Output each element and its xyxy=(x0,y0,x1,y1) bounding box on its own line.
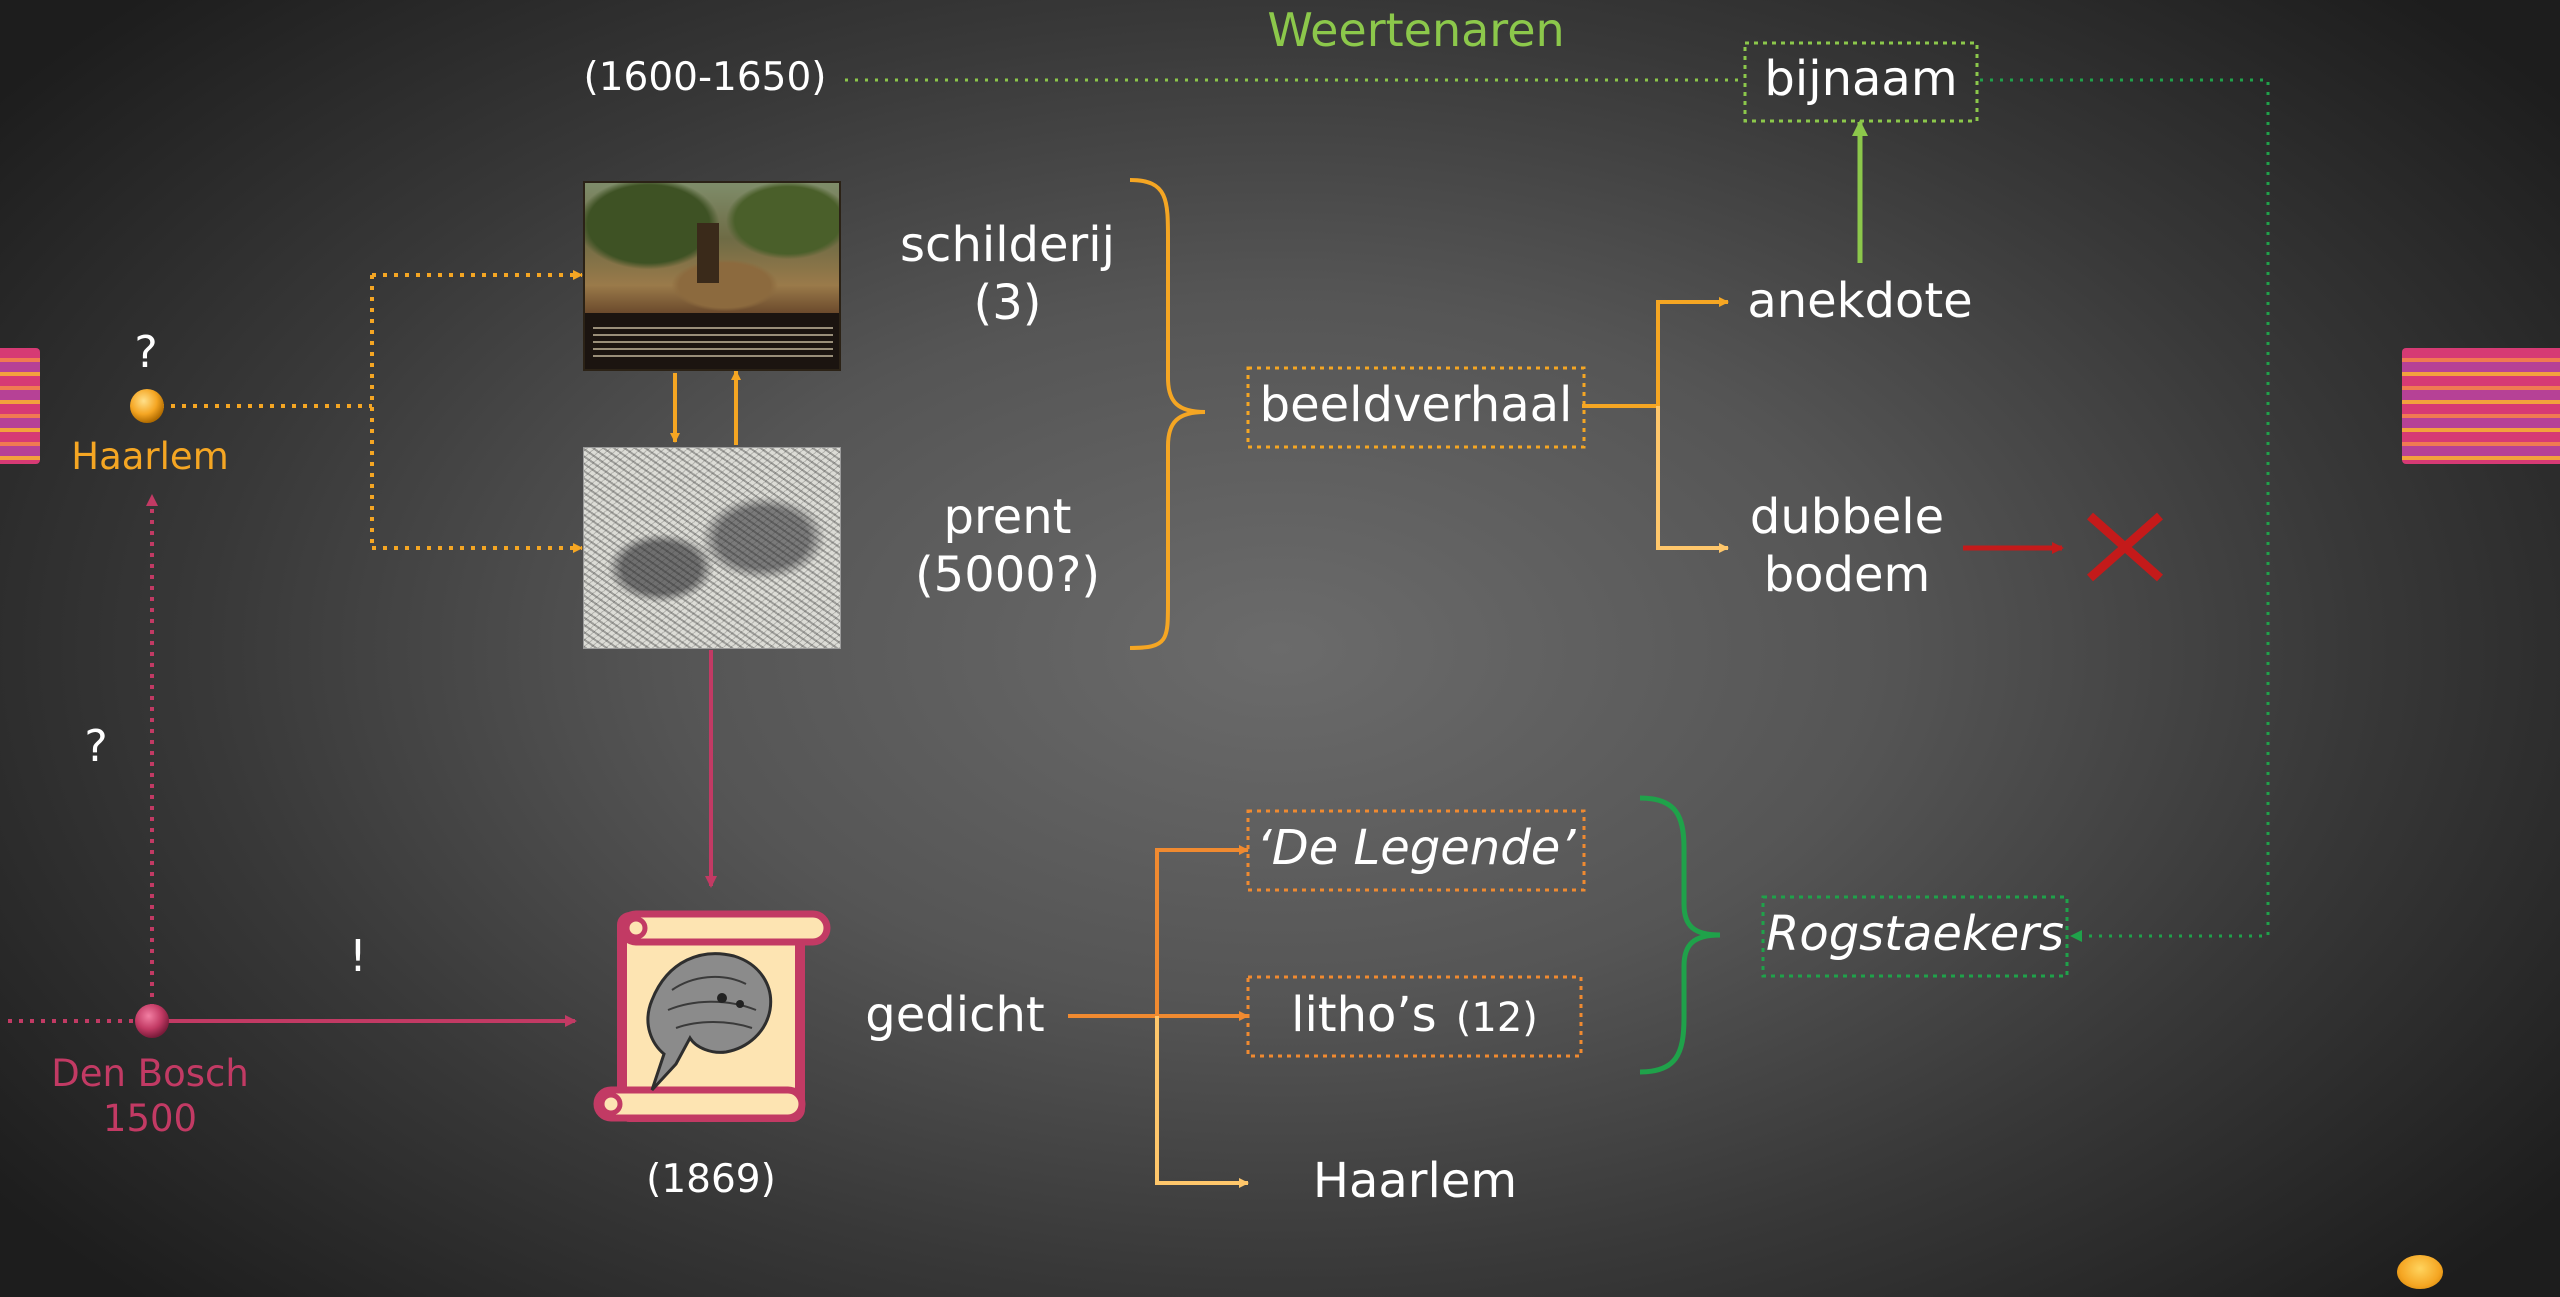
corner-orange-pill xyxy=(2397,1255,2443,1289)
haarlem-dot xyxy=(130,389,164,423)
haarlem-left-label: Haarlem xyxy=(71,435,229,478)
bodem-label: bodem xyxy=(1763,547,1931,603)
anekdote-label: anekdote xyxy=(1747,273,1973,329)
question-mark-left: ? xyxy=(84,721,108,772)
lithos-box xyxy=(1246,975,1583,1058)
right-side-tab xyxy=(2402,348,2560,464)
rogstaekers-box xyxy=(1761,895,2069,978)
beeldverhaal-fork-top xyxy=(1582,297,1729,408)
orange-brace xyxy=(1129,178,1206,650)
de-legende-label: ‘De Legende’ xyxy=(1256,820,1576,876)
bijnaam-to-rogstaekers-line xyxy=(1980,78,2270,942)
print-thumbnail xyxy=(583,447,841,649)
period-label: (1600-1650) xyxy=(583,55,827,100)
den-bosch-year: 1500 xyxy=(102,1097,198,1140)
painting-windmill xyxy=(697,223,719,283)
lithos-row: litho’s (12) xyxy=(1248,987,1581,1043)
den-bosch-label: Den Bosch xyxy=(51,1052,249,1095)
lithos-count: (12) xyxy=(1455,995,1538,1041)
dubbele-label: dubbele xyxy=(1749,489,1945,545)
den-bosch-dot xyxy=(135,1004,169,1038)
gedicht-fork-top xyxy=(1155,845,1249,1016)
prent-count: (5000?) xyxy=(914,547,1101,603)
poem-year-label: (1869) xyxy=(646,1157,776,1202)
beeldverhaal-fork-bottom xyxy=(1656,406,1729,553)
left-side-tab xyxy=(0,348,40,464)
painting-thumbnail xyxy=(583,181,841,371)
beeldverhaal-label: beeldverhaal xyxy=(1259,377,1573,433)
exclamation-mark: ! xyxy=(349,931,367,982)
prent-label: prent xyxy=(943,489,1072,545)
schilderij-label: schilderij xyxy=(900,217,1115,273)
schilderij-count: (3) xyxy=(973,275,1042,331)
scroll-icon xyxy=(593,910,831,1122)
bijnaam-label: bijnaam xyxy=(1764,51,1958,107)
haarlem-branch-line xyxy=(160,275,374,548)
lithos-label: litho’s xyxy=(1291,987,1437,1043)
gedicht-fork-bottom xyxy=(1155,1016,1249,1188)
bijnaam-box xyxy=(1743,41,1979,123)
green-brace xyxy=(1639,795,1721,1075)
gedicht-label: gedicht xyxy=(865,987,1045,1043)
painting-caption-lines xyxy=(593,327,833,361)
cross-icon xyxy=(2087,512,2163,582)
rogstaekers-label: Rogstaekers xyxy=(1765,906,2065,962)
haarlem-bottom-label: Haarlem xyxy=(1312,1153,1518,1209)
weertenaren-label: Weertenaren xyxy=(1267,3,1565,57)
question-mark-top: ? xyxy=(134,327,158,378)
